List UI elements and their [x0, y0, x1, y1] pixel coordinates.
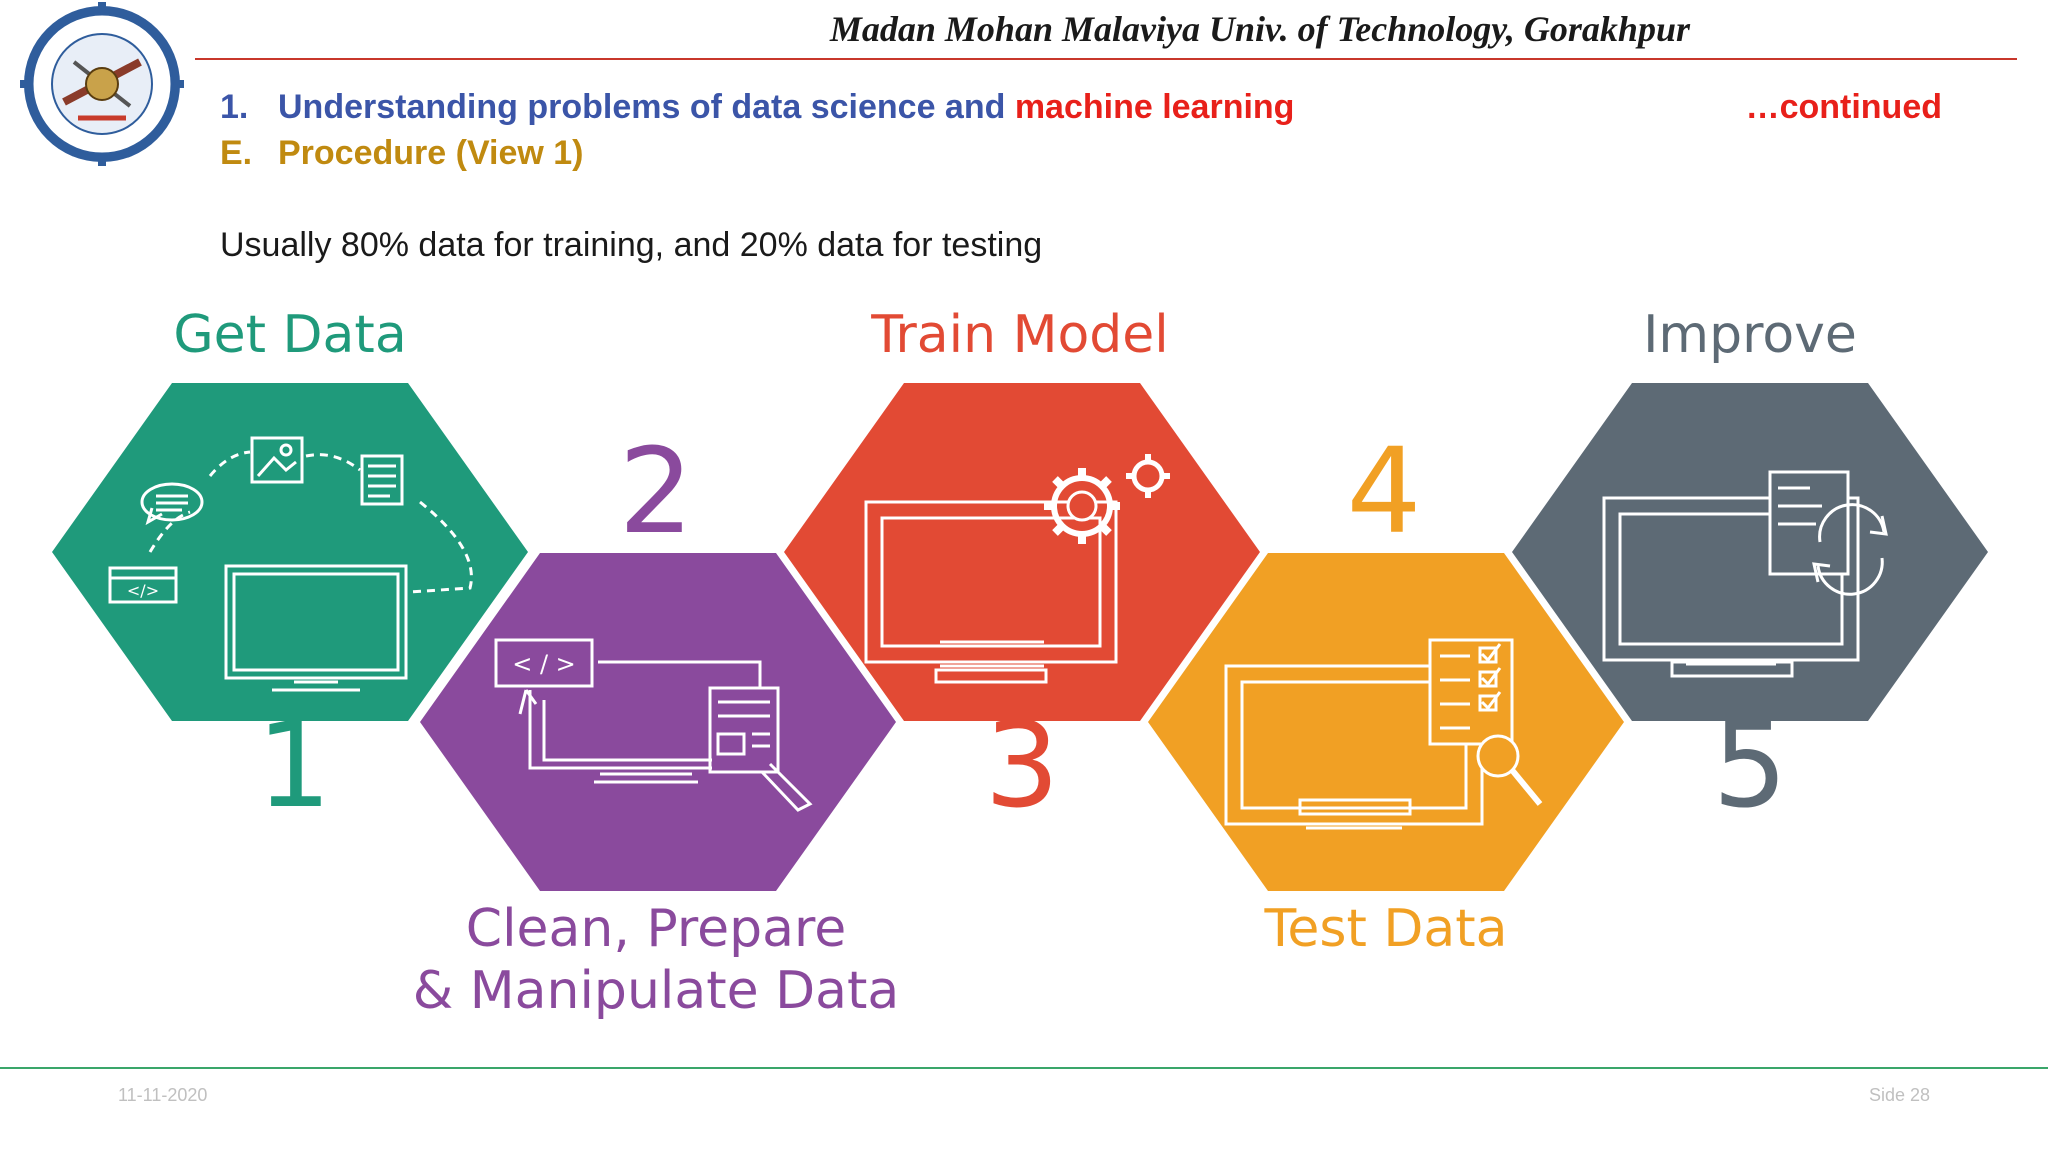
step-1-number: 1	[256, 696, 331, 834]
step-2-number: 2	[618, 422, 693, 560]
monitor-refresh-icon	[1602, 470, 1888, 678]
monitor-gears-icon	[864, 454, 1170, 684]
heading-item-2-number: E.	[220, 134, 253, 172]
step-5-label: Improve	[1643, 305, 1857, 365]
heading-item-1-highlight: machine learning	[1014, 88, 1295, 126]
split-note: Usually 80% data for training, and 20% d…	[220, 226, 1043, 264]
heading-item-2: E. Procedure (View 1)	[220, 134, 584, 173]
svg-text:</>: </>	[127, 581, 159, 600]
heading-item-2-text: Procedure (View 1)	[278, 134, 584, 172]
hexagon-step-1	[52, 383, 528, 721]
heading-item-1-text: Understanding problems of data science a…	[278, 88, 1015, 126]
svg-text:< / >: < / >	[512, 650, 576, 678]
step-2-label-line2: & Manipulate Data	[413, 961, 900, 1021]
step-3-label: Train Model	[870, 305, 1168, 365]
university-logo	[20, 2, 184, 166]
hexagon-step-2	[420, 553, 896, 891]
heading-item-1-number: 1.	[220, 88, 249, 126]
continued-label: …continued	[1745, 88, 1942, 126]
step-3-number: 3	[984, 696, 1059, 834]
step-2-label-line1: Clean, Prepare	[466, 899, 846, 959]
code-form-edit-icon: < / >	[494, 638, 813, 812]
step-4-number: 4	[1346, 422, 1421, 560]
monitor-checklist-search-icon	[1224, 638, 1543, 830]
institution-title: Madan Mohan Malaviya Univ. of Technology…	[829, 9, 1690, 49]
data-sources-monitor-icon: </>	[108, 436, 473, 692]
step-5-number: 5	[1712, 696, 1787, 834]
header-divider	[195, 58, 2017, 60]
heading-item-1: 1. Understanding problems of data science…	[220, 88, 1294, 127]
footer-divider	[0, 1067, 2048, 1069]
hexagon-step-5	[1512, 383, 1988, 721]
hexagon-step-3	[784, 383, 1260, 721]
step-4-label: Test Data	[1263, 899, 1507, 959]
university-seal-icon	[20, 2, 184, 166]
footer-slide-number: Side 28	[1868, 1085, 1930, 1105]
ml-procedure-diagram: </> < / >	[52, 305, 1988, 1021]
footer-date: 11-11-2020	[118, 1085, 208, 1105]
step-1-label: Get Data	[173, 305, 406, 365]
